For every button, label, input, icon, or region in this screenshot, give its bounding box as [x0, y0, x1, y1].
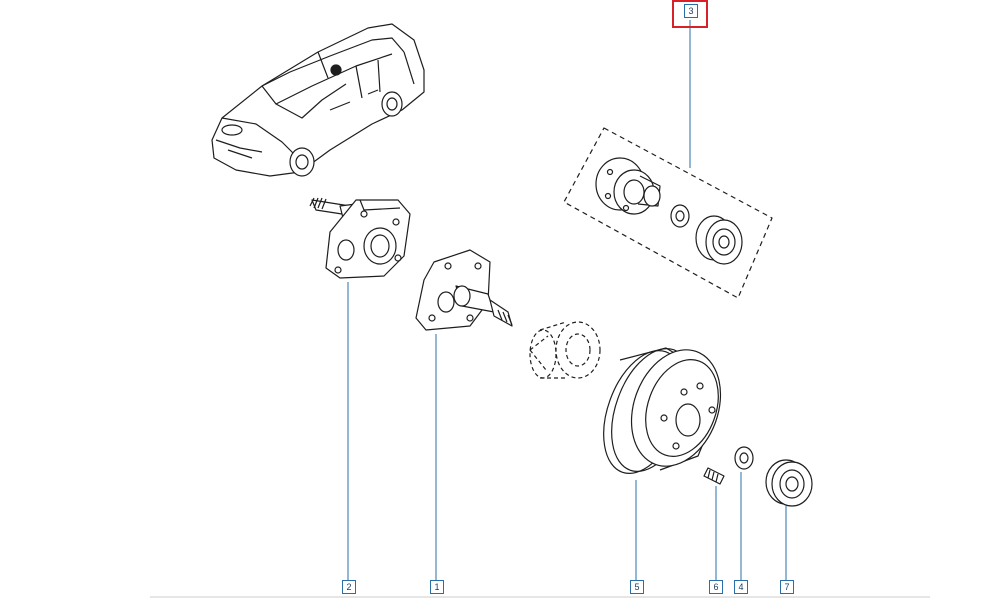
leader-lines: [347, 20, 787, 580]
part-7-bearing: [765, 459, 813, 507]
part-4-nut: [734, 446, 754, 470]
hub-ghost-outline: [529, 321, 601, 379]
callout-4[interactable]: 4: [734, 580, 748, 594]
part-5-brake-drum: [603, 347, 722, 474]
part-3-hub-kit: [563, 127, 773, 299]
callout-1[interactable]: 1: [430, 580, 444, 594]
part-2-stub-axle-plate: [309, 197, 411, 279]
callout-2[interactable]: 2: [342, 580, 356, 594]
part-1-stub-axle-plate: [415, 249, 513, 331]
callout-7[interactable]: 7: [780, 580, 794, 594]
callout-5[interactable]: 5: [630, 580, 644, 594]
bottom-divider: [150, 596, 930, 598]
callout-6[interactable]: 6: [709, 580, 723, 594]
part-6-bolt: [703, 467, 725, 485]
callout-3[interactable]: 3: [684, 4, 698, 18]
vehicle-illustration: [211, 23, 425, 177]
